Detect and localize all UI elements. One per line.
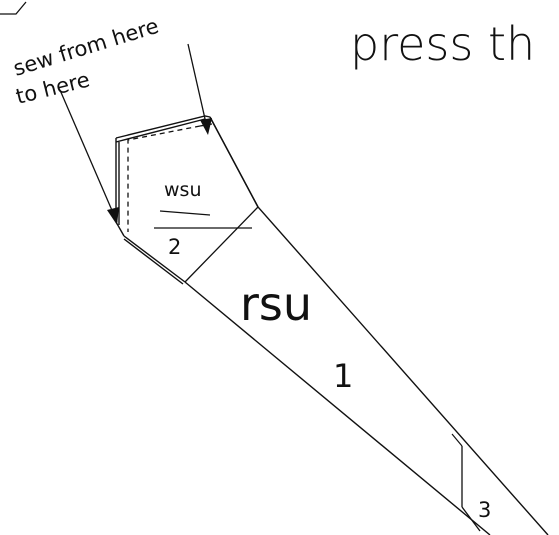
piece-1-number: 1 <box>333 357 353 395</box>
seam-notch <box>451 433 463 447</box>
stitch-line <box>127 125 201 232</box>
arrow-top <box>187 43 212 135</box>
corner-fragment <box>0 1 27 15</box>
piece-1-side-label: rsu <box>240 277 312 331</box>
piece-3-cross <box>461 506 481 532</box>
piece-2-side-label: wsu <box>164 179 201 201</box>
piece-3-number: 3 <box>478 498 491 522</box>
arrow-left <box>59 89 119 225</box>
piece-2-number: 2 <box>168 235 181 259</box>
wsu-underline <box>159 210 211 216</box>
page-heading: press th <box>350 17 535 71</box>
